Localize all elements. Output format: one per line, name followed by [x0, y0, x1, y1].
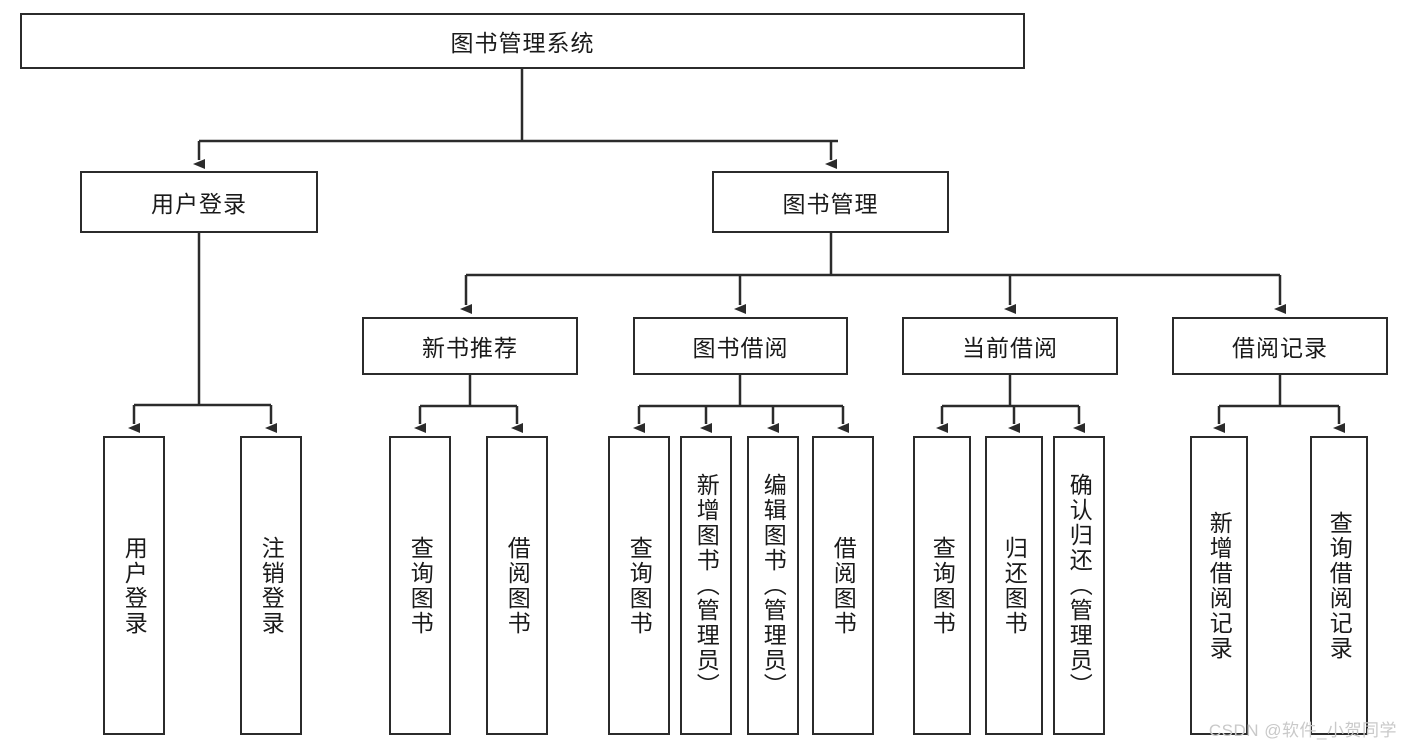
leaf-logout[interactable]: 注销登录 — [240, 436, 302, 735]
leaf-add-borrow-record[interactable]: 新增借阅记录 — [1190, 436, 1248, 735]
leaf-confirm-return-admin[interactable]: 确认归还（管理员） — [1053, 436, 1105, 735]
node-label: 当前借阅 — [962, 335, 1058, 361]
node-label: 新增图书（管理员） — [693, 473, 720, 698]
leaf-query-books-current[interactable]: 查询图书 — [913, 436, 971, 735]
node-label: 新书推荐 — [422, 335, 518, 361]
node-label: 图书管理 — [782, 191, 879, 217]
leaf-return-books[interactable]: 归还图书 — [985, 436, 1043, 735]
node-label: 编辑图书（管理员） — [760, 473, 787, 698]
node-label: 用户登录 — [151, 191, 247, 217]
leaf-edit-book-admin[interactable]: 编辑图书（管理员） — [747, 436, 799, 735]
node-book-management[interactable]: 图书管理 — [712, 171, 949, 233]
node-book-borrow[interactable]: 图书借阅 — [633, 317, 848, 375]
node-label: 用户登录 — [121, 535, 148, 636]
node-label: 借阅图书 — [830, 535, 857, 636]
node-root[interactable]: 图书管理系统 — [20, 13, 1025, 69]
node-current-borrow[interactable]: 当前借阅 — [902, 317, 1118, 375]
leaf-add-book-admin[interactable]: 新增图书（管理员） — [680, 436, 732, 735]
node-label: 查询图书 — [407, 535, 434, 636]
node-borrow-records[interactable]: 借阅记录 — [1172, 317, 1388, 375]
node-new-book-recommend[interactable]: 新书推荐 — [362, 317, 578, 375]
leaf-borrow-books[interactable]: 借阅图书 — [812, 436, 874, 735]
leaf-user-login[interactable]: 用户登录 — [103, 436, 165, 735]
node-label: 借阅记录 — [1232, 335, 1328, 361]
node-label: 查询借阅记录 — [1326, 510, 1353, 661]
node-label: 确认归还（管理员） — [1066, 473, 1093, 698]
leaf-borrow-books-recommend[interactable]: 借阅图书 — [486, 436, 548, 735]
node-label: 图书管理系统 — [450, 30, 595, 56]
leaf-query-books-recommend[interactable]: 查询图书 — [389, 436, 451, 735]
node-user-login[interactable]: 用户登录 — [80, 171, 318, 233]
node-label: 图书借阅 — [692, 335, 789, 361]
node-label: 注销登录 — [258, 535, 285, 636]
node-label: 借阅图书 — [504, 535, 531, 636]
node-label: 查询图书 — [626, 535, 653, 636]
leaf-query-books-borrow[interactable]: 查询图书 — [608, 436, 670, 735]
node-label: 归还图书 — [1001, 535, 1028, 636]
node-label: 查询图书 — [929, 535, 956, 636]
node-label: 新增借阅记录 — [1206, 510, 1233, 661]
leaf-query-borrow-record[interactable]: 查询借阅记录 — [1310, 436, 1368, 735]
